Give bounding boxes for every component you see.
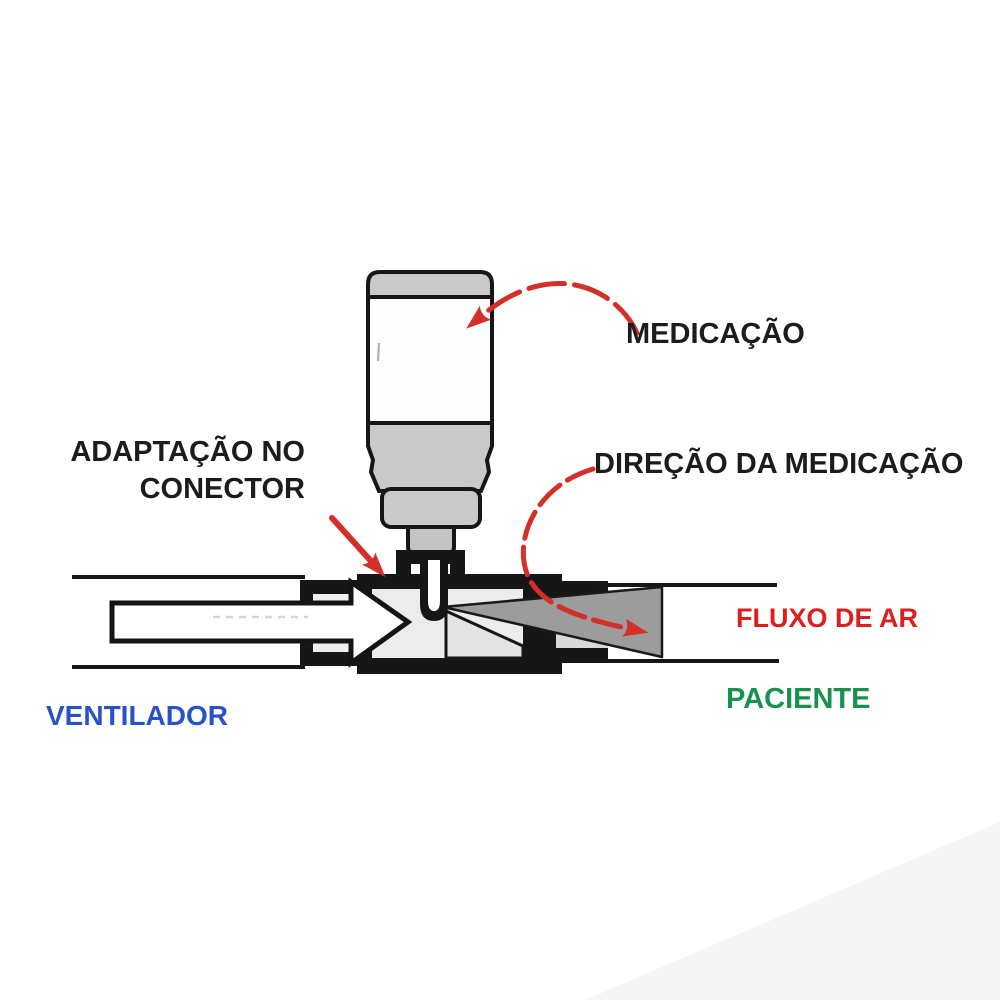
bottle-collar	[380, 487, 482, 529]
air-flow-label: FLUXO DE AR	[736, 603, 918, 633]
air-flow-arrow-icon	[109, 577, 413, 668]
internal-funnel	[444, 608, 525, 660]
nozzle	[420, 556, 448, 621]
ventilator-tube	[72, 575, 305, 669]
direction-arrow-icon	[520, 466, 649, 637]
adapter-label: ADAPTAÇÃO NO CONECTOR	[0, 434, 305, 508]
bottle-stem	[406, 525, 456, 556]
adapter-arrow-icon	[329, 515, 386, 578]
medication-arrow-icon	[466, 281, 640, 336]
patient-label: PACIENTE	[726, 683, 871, 715]
medication-label: MEDICAÇÃO	[626, 318, 805, 350]
background-shade	[585, 822, 1000, 1000]
bottle-glass-tick	[377, 342, 380, 362]
adapter-label-line2: CONECTOR	[139, 473, 305, 505]
bottle-cap	[366, 270, 494, 299]
medication-flow-wedge-icon	[441, 585, 664, 659]
medication-direction-label: DIREÇÃO DA MEDICAÇÃO	[594, 448, 964, 480]
adapter-label-line1: ADAPTAÇÃO NO	[70, 436, 305, 468]
bottle-shoulder	[366, 421, 494, 493]
ventilator-label: VENTILADOR	[46, 700, 228, 731]
bottle-body	[366, 295, 494, 425]
medication-bottle	[366, 270, 494, 556]
